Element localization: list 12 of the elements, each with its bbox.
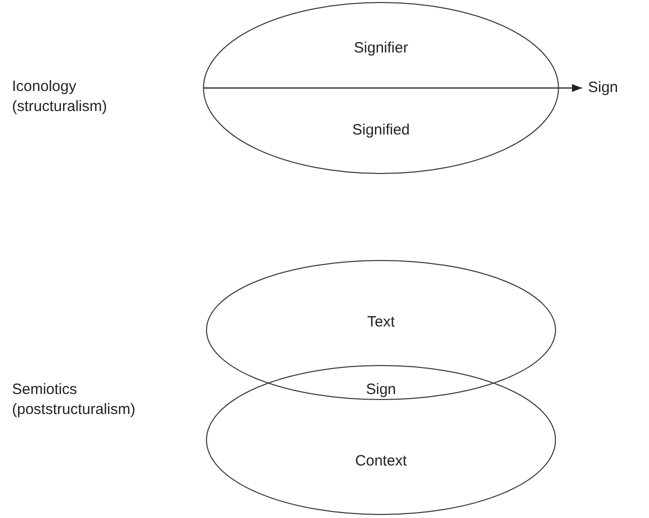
ellipse-text: Signifier — [354, 40, 408, 56]
theory-label: Iconology (structuralism) — [12, 77, 108, 117]
text-ellipse — [206, 260, 556, 400]
overlap-label: Sign — [364, 380, 398, 400]
arrow — [203, 84, 582, 92]
sign-text: Sign — [588, 78, 618, 98]
ellipse-text: Signified — [352, 122, 410, 138]
sign-ellipse — [203, 2, 559, 174]
ellipse-text: Context — [355, 452, 407, 470]
ellipse-text: Text — [367, 314, 395, 330]
theory-label: Semiotics (poststructuralism) — [12, 380, 136, 420]
context-ellipse — [206, 365, 556, 515]
